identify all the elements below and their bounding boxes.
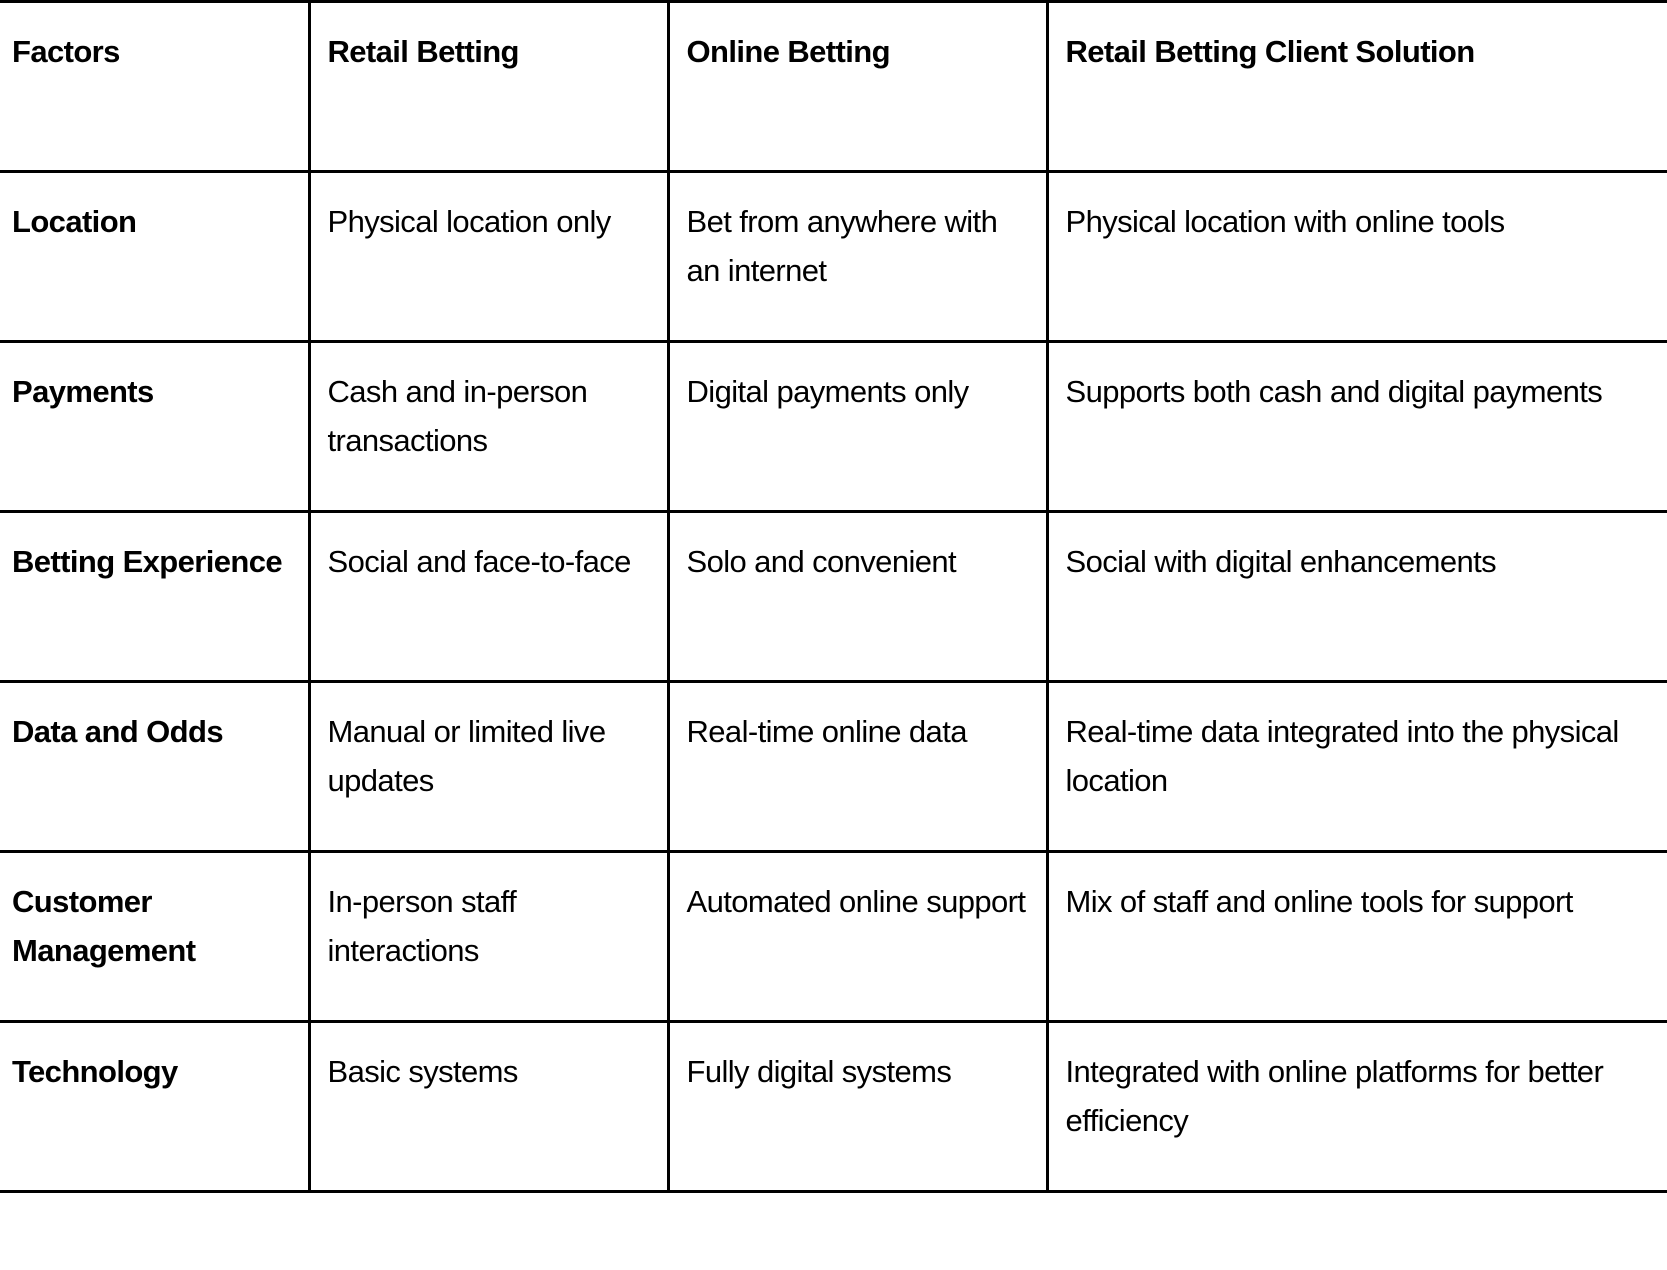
solution-cell: Social with digital enhancements [1045, 510, 1667, 683]
retail-cell: In-person staff interactions [307, 850, 668, 1023]
table-row: Payments Cash and in-person transactions… [0, 340, 1667, 513]
solution-cell: Real-time data integrated into the physi… [1045, 680, 1667, 853]
retail-cell: Social and face-to-face [307, 510, 668, 683]
table-row: Technology Basic systems Fully digital s… [0, 1020, 1667, 1193]
table-row: Location Physical location only Bet from… [0, 170, 1667, 343]
solution-cell: Physical location with online tools [1045, 170, 1667, 343]
header-retail-betting: Retail Betting [307, 0, 668, 173]
table-row: Data and Odds Manual or limited live upd… [0, 680, 1667, 853]
factor-cell: Payments [0, 340, 309, 513]
factor-cell: Technology [0, 1020, 309, 1193]
solution-cell: Mix of staff and online tools for suppor… [1045, 850, 1667, 1023]
solution-cell: Integrated with online platforms for bet… [1045, 1020, 1667, 1193]
retail-cell: Physical location only [307, 170, 668, 343]
table-row: Customer Management In-person staff inte… [0, 850, 1667, 1023]
online-cell: Real-time online data [666, 680, 1047, 853]
online-cell: Digital payments only [666, 340, 1047, 513]
header-factors: Factors [0, 0, 309, 173]
solution-cell: Supports both cash and digital payments [1045, 340, 1667, 513]
factor-cell: Betting Experience [0, 510, 309, 683]
online-cell: Fully digital systems [666, 1020, 1047, 1193]
factor-cell: Location [0, 170, 309, 343]
online-cell: Solo and convenient [666, 510, 1047, 683]
retail-cell: Cash and in-person transactions [307, 340, 668, 513]
comparison-table: Factors Retail Betting Online Betting Re… [0, 0, 1667, 1193]
online-cell: Automated online support [666, 850, 1047, 1023]
factor-cell: Customer Management [0, 850, 309, 1023]
table-row: Betting Experience Social and face-to-fa… [0, 510, 1667, 683]
retail-cell: Basic systems [307, 1020, 668, 1193]
header-online-betting: Online Betting [666, 0, 1047, 173]
header-row: Factors Retail Betting Online Betting Re… [0, 0, 1667, 173]
retail-cell: Manual or limited live updates [307, 680, 668, 853]
header-client-solution: Retail Betting Client Solution [1045, 0, 1667, 173]
factor-cell: Data and Odds [0, 680, 309, 853]
online-cell: Bet from anywhere with an internet [666, 170, 1047, 343]
